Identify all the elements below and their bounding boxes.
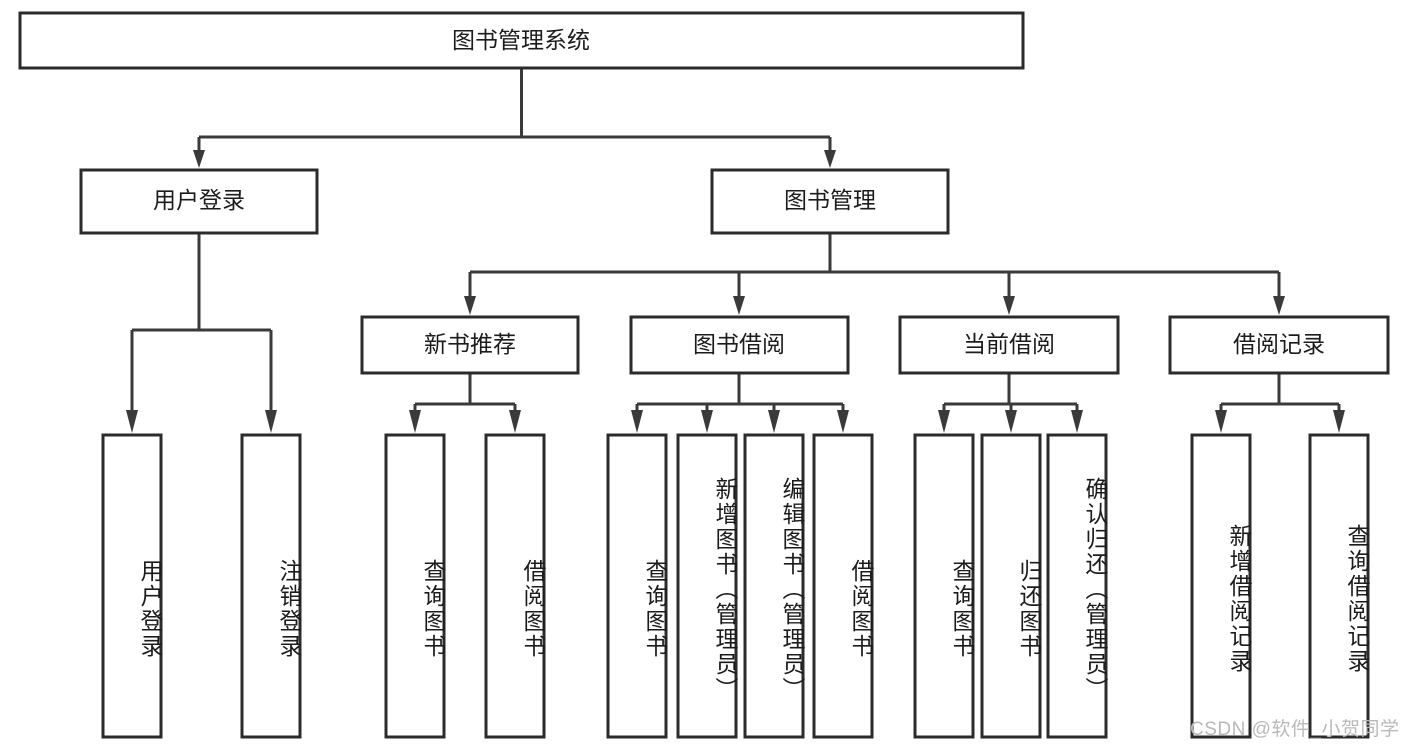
arrow-leaf-edit-book (768, 410, 780, 433)
arrow-leaf-add-book (701, 410, 713, 433)
arrow-leaf-borrow-book-2 (837, 410, 849, 433)
leaf-query-book-2-box[interactable] (606, 433, 668, 739)
current-borrow-box[interactable] (898, 315, 1120, 375)
book-manage-box[interactable] (710, 168, 950, 235)
arrow-leaf-add-record (1215, 410, 1227, 433)
arrow-leaf-query-record (1333, 410, 1345, 433)
arrow-leaf-confirm-return (1071, 410, 1083, 433)
edge-group-book-manage (464, 233, 1285, 315)
new-book-recommend-box[interactable] (360, 315, 580, 375)
arrow-leaf-query-book-3 (938, 410, 950, 433)
arrow-new-book-recommend (464, 296, 476, 315)
leaf-add-book-box[interactable] (676, 433, 738, 739)
new-book-recommend-label: 新书推荐 (424, 331, 516, 357)
leaf-borrow-book-1-box[interactable] (484, 433, 546, 739)
node-borrow-record[interactable]: 借阅记录 (1168, 315, 1390, 375)
borrow-record-box[interactable] (1168, 315, 1390, 375)
leaf-query-book-3-box[interactable] (913, 433, 975, 739)
arrow-borrow-record (1273, 296, 1285, 315)
node-current-borrow[interactable]: 当前借阅 (898, 315, 1120, 375)
node-root[interactable]: 图书管理系统 (18, 11, 1025, 70)
borrow-record-label: 借阅记录 (1233, 331, 1325, 357)
arrow-leaf-return-book (1005, 410, 1017, 433)
user-login-box[interactable] (79, 168, 319, 235)
leaf-return-book-box[interactable] (980, 433, 1042, 739)
root-box[interactable] (18, 11, 1025, 70)
leaf-user-login-box[interactable] (101, 433, 163, 739)
root-label: 图书管理系统 (452, 27, 590, 53)
edge-group-book-borrow (631, 373, 849, 433)
book-borrow-label: 图书借阅 (693, 331, 785, 357)
leaf-boxes (101, 433, 1370, 739)
leaf-user-logout-box[interactable] (240, 433, 302, 739)
book-manage-label: 图书管理 (784, 187, 876, 213)
edge-group-root (193, 68, 836, 168)
leaf-edit-book-box[interactable] (743, 433, 805, 739)
node-user-login[interactable]: 用户登录 (79, 168, 319, 235)
edge-group-current-borrow (938, 373, 1083, 433)
arrow-user-login (193, 150, 205, 168)
arrow-leaf-query-book-1 (409, 410, 421, 433)
leaf-query-book-1-box[interactable] (384, 433, 446, 739)
leaf-query-record-box[interactable] (1308, 433, 1370, 739)
arrow-current-borrow (1003, 296, 1015, 315)
arrow-book-manage (824, 150, 836, 168)
book-borrow-box[interactable] (629, 315, 850, 375)
current-borrow-label: 当前借阅 (963, 331, 1055, 357)
edge-group-user-login (126, 233, 277, 433)
node-book-manage[interactable]: 图书管理 (710, 168, 950, 235)
user-login-label: 用户登录 (153, 187, 245, 213)
leaf-add-record-box[interactable] (1190, 433, 1252, 739)
edge-group-borrow-record (1215, 373, 1345, 433)
arrow-leaf-borrow-book-1 (509, 410, 521, 433)
arrow-leaf-user-logout (265, 410, 277, 433)
arrow-leaf-query-book-2 (631, 410, 643, 433)
node-book-borrow[interactable]: 图书借阅 (629, 315, 850, 375)
arrow-book-borrow (733, 296, 745, 315)
leaf-borrow-book-2-box[interactable] (812, 433, 874, 739)
node-new-book-recommend[interactable]: 新书推荐 (360, 315, 580, 375)
leaf-confirm-return-box[interactable] (1046, 433, 1108, 739)
arrow-leaf-user-login (126, 410, 138, 433)
csdn-watermark: CSDN @软件_小贺同学 (1190, 719, 1400, 740)
edge-group-new-book-recommend (409, 373, 521, 433)
